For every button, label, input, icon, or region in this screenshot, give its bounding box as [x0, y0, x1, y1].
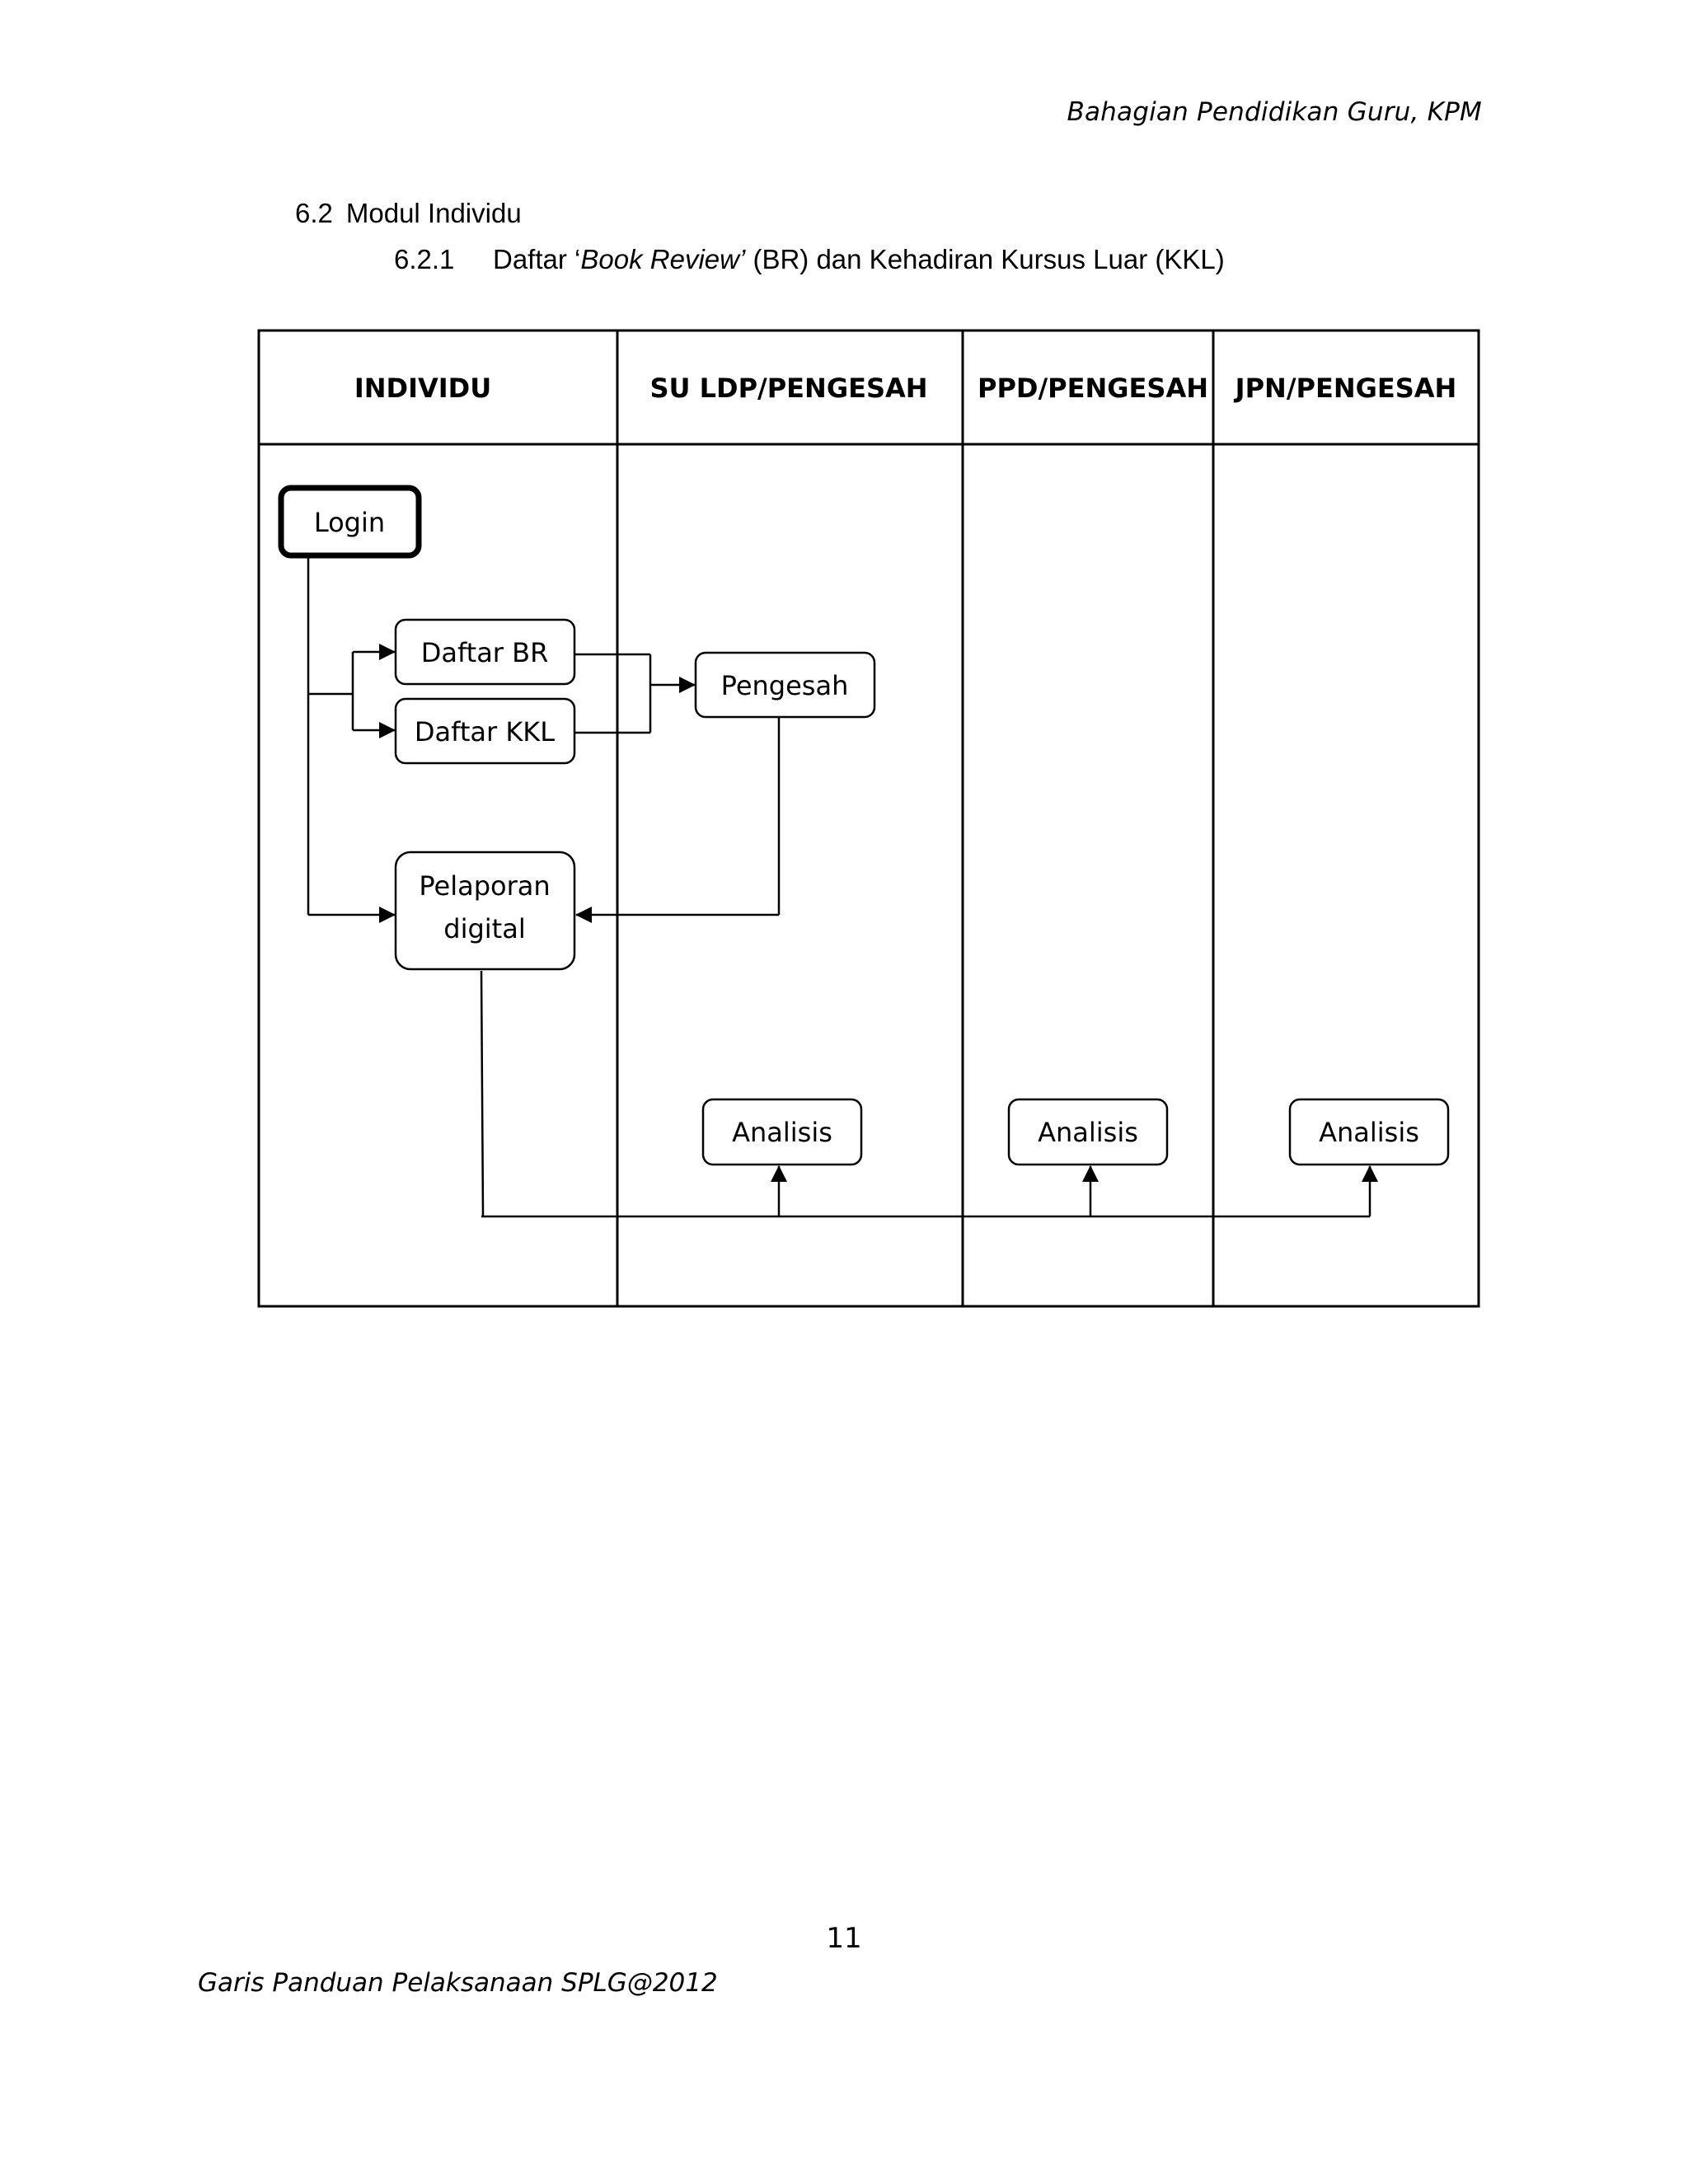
- subsection-title-suffix: (BR) dan Kehadiran Kursus Luar (KKL): [745, 244, 1225, 274]
- node-analisis-ppd-label: Analisis: [1038, 1117, 1138, 1148]
- node-daftar-kkl: Daftar KKL: [394, 697, 576, 765]
- section-title: Modul Individu: [345, 198, 522, 228]
- swimlane-grid: [257, 329, 1480, 1308]
- page-header: Bahagian Pendidikan Guru, KPM: [1067, 97, 1482, 127]
- page-footer: Garis Panduan Pelaksanaan SPLG@2012: [198, 1968, 718, 1998]
- subsection-title-prefix: Daftar ‘: [493, 244, 581, 274]
- section-number: 6.2: [295, 198, 333, 228]
- node-analisis-jpn-label: Analisis: [1319, 1117, 1419, 1148]
- flow-connectors: [307, 555, 1378, 1218]
- node-pelaporan-label-line1: Pelaporan: [419, 870, 550, 902]
- lane-header-individu: INDIVIDU: [354, 373, 491, 404]
- node-daftar-br: Daftar BR: [394, 618, 576, 686]
- node-login-label: Login: [314, 507, 385, 538]
- node-analisis-ppd: Analisis: [1007, 1098, 1169, 1166]
- node-pengesah-label: Pengesah: [721, 670, 849, 701]
- node-pengesah: Pengesah: [694, 651, 876, 719]
- node-pelaporan-digital: Pelaporan digital: [394, 851, 576, 971]
- page-number: 11: [826, 1922, 862, 1955]
- node-daftar-kkl-label: Daftar KKL: [415, 716, 555, 748]
- subsection-title-italic: Book Review’: [580, 244, 746, 274]
- node-pelaporan-label-line2: digital: [443, 913, 525, 944]
- node-analisis-jpn: Analisis: [1288, 1098, 1450, 1166]
- lane-header-jpn-pengesah: JPN/PENGESAH: [1234, 373, 1457, 404]
- node-analisis-su-ldp: Analisis: [701, 1098, 863, 1166]
- lane-header-ppd-pengesah: PPD/PENGESAH: [978, 373, 1208, 404]
- node-daftar-br-label: Daftar BR: [421, 637, 549, 668]
- section-heading: 6.2 Modul Individu: [295, 198, 522, 229]
- node-login: Login: [278, 485, 422, 559]
- lane-header-su-ldp-pengesah: SU LDP/PENGESAH: [649, 373, 927, 404]
- subsection-heading: 6.2.1 Daftar ‘Book Review’ (BR) dan Kehad…: [394, 244, 1225, 275]
- subsection-number: 6.2.1: [394, 244, 455, 274]
- node-analisis-su-ldp-label: Analisis: [732, 1117, 832, 1148]
